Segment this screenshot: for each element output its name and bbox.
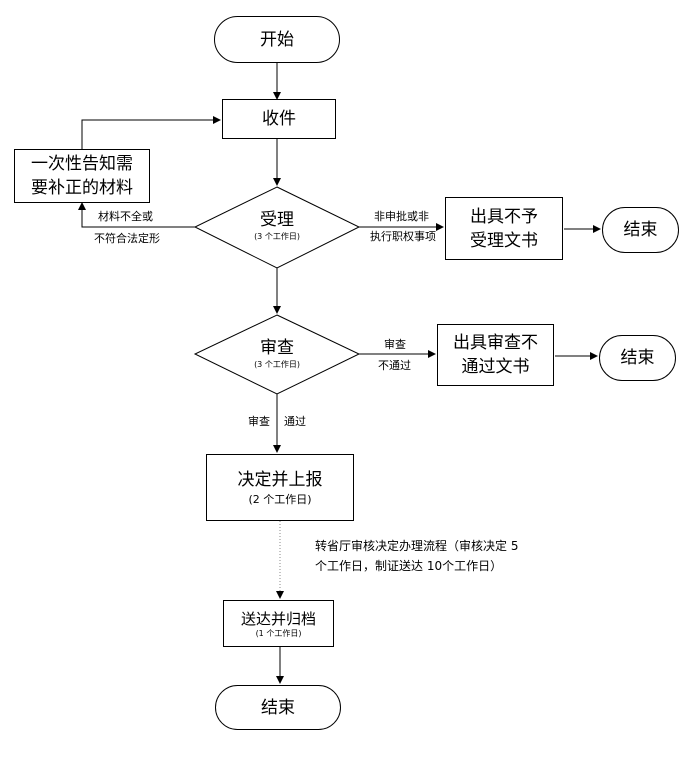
reject-doc-line-2: 受理文书 bbox=[470, 230, 538, 251]
end1-label: 结束 bbox=[623, 220, 658, 240]
edge-label-incomplete-2: 不符合法定形 bbox=[94, 232, 160, 245]
start-label: 开始 bbox=[260, 29, 294, 50]
process-note-line-2: 个工作日，制证送达 10个工作日） bbox=[315, 559, 503, 573]
fail-doc-line-1: 出具审查不 bbox=[453, 333, 538, 353]
notify-box: 一次性告知需 要补正的材料 bbox=[14, 149, 150, 203]
edge-label-not-matter-1: 非申批或非 bbox=[374, 210, 429, 223]
edge-notify-receive bbox=[81, 116, 221, 149]
end-terminal-2: 结束 bbox=[599, 335, 676, 381]
edge-label-review-fail-2: 不通过 bbox=[378, 359, 411, 372]
deliver-days: (1 个工作日) bbox=[255, 628, 302, 638]
receive-label: 收件 bbox=[262, 109, 296, 129]
review-label: 审查 bbox=[260, 338, 294, 358]
receive-box: 收件 bbox=[222, 99, 336, 139]
end2-label: 结束 bbox=[620, 348, 655, 368]
edge-accept-notify bbox=[78, 202, 195, 228]
edge-label-not-matter-2: 执行职权事项 bbox=[370, 230, 436, 243]
decide-label: 决定并上报 bbox=[237, 469, 323, 490]
review-decision: 审查 (3 个工作日) bbox=[215, 336, 339, 370]
accept-label: 受理 bbox=[260, 210, 294, 230]
edge-label-review-pass-1: 审查 bbox=[248, 415, 270, 428]
end-terminal-1: 结束 bbox=[602, 207, 679, 253]
fail-doc-line-2: 通过文书 bbox=[461, 357, 530, 377]
edge-label-review-pass-2: 通过 bbox=[284, 415, 306, 428]
accept-decision: 受理 (3 个工作日) bbox=[215, 208, 339, 242]
deliver-label: 送达并归档 bbox=[240, 609, 316, 628]
decide-days: (2 个工作日) bbox=[248, 492, 312, 506]
reject-doc-box: 出具不予 受理文书 bbox=[445, 197, 563, 260]
notify-line-2: 要补正的材料 bbox=[31, 178, 133, 198]
edge-label-incomplete-1: 材料不全或 bbox=[98, 210, 153, 223]
deliver-box: 送达并归档 (1 个工作日) bbox=[223, 600, 334, 647]
notify-line-1: 一次性告知需 bbox=[31, 154, 133, 174]
reject-doc-line-1: 出具不予 bbox=[470, 206, 538, 227]
edge-label-review-fail-1: 审查 bbox=[384, 338, 406, 351]
decide-box: 决定并上报 (2 个工作日) bbox=[206, 454, 354, 521]
end-terminal-3: 结束 bbox=[215, 685, 341, 730]
end3-label: 结束 bbox=[261, 697, 295, 718]
fail-doc-box: 出具审查不 通过文书 bbox=[437, 324, 554, 386]
process-note-line-1: 转省厅审核决定办理流程（审核决定 5 bbox=[315, 539, 519, 553]
start-terminal: 开始 bbox=[214, 16, 340, 63]
review-days: (3 个工作日) bbox=[254, 360, 300, 369]
accept-days: (3 个工作日) bbox=[254, 232, 300, 241]
